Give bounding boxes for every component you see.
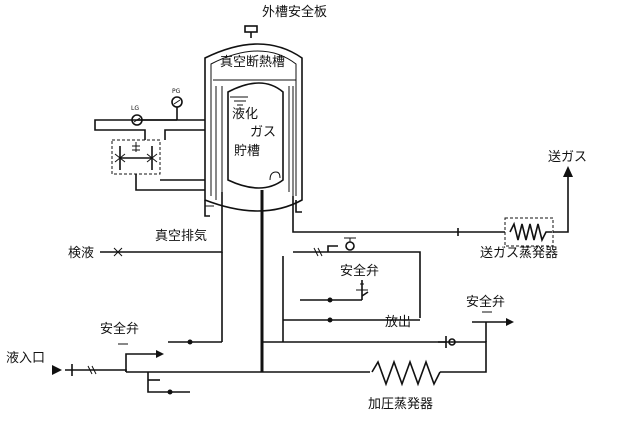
label-vacuum-exhaust: 真空排気 <box>155 228 207 244</box>
label-outer-tank-safety-plate: 外槽安全板 <box>262 4 327 20</box>
gas-delivery-vaporizer <box>504 217 554 247</box>
pressurizing-loop <box>126 311 514 373</box>
liquid-check-line <box>100 192 223 345</box>
label-liquid-inlet: 液入口 <box>6 351 45 366</box>
label-pressure-gauge: PG <box>172 88 181 95</box>
label-level-gauge: LG <box>131 105 139 112</box>
safety-valve-mid-icon <box>361 291 369 297</box>
label-liquefied-gas-3: 貯槽 <box>234 144 260 159</box>
label-vacuum-insulation-tank: 真空断熱槽 <box>220 55 285 70</box>
label-liquid-check: 検液 <box>68 246 94 261</box>
pressurizing-vaporizer <box>371 359 441 387</box>
vacuum-exhaust-nozzle <box>204 200 214 217</box>
label-gas-delivery-vaporizer: 送ガス蒸発器 <box>480 246 558 261</box>
pressure-gauge-icon <box>171 96 183 108</box>
label-liquefied-gas-1: 液化 <box>232 107 258 122</box>
label-pressurizing-vaporizer: 加圧蒸発器 <box>368 397 433 412</box>
gas-delivery-line <box>292 166 573 236</box>
liquid-inlet-line <box>65 343 190 395</box>
inner-tank <box>227 82 284 189</box>
label-safety-valve-mid: 安全弁 <box>340 263 379 279</box>
label-discharge: 放出 <box>385 315 411 330</box>
level-gauge-icon <box>131 114 143 126</box>
label-gas-delivery: 送ガス <box>548 150 587 165</box>
outer-tank-safety-plate <box>244 25 258 38</box>
inlet-arrow <box>52 365 62 375</box>
label-safety-valve-left: 安全弁 <box>100 321 139 337</box>
label-liquefied-gas-2: ガス <box>250 125 276 140</box>
label-safety-valve-right: 安全弁 <box>466 294 505 310</box>
upper-right-branch <box>293 237 421 318</box>
gauge-assembly <box>94 107 205 191</box>
internal-piping <box>213 79 296 200</box>
outer-tank <box>204 43 303 212</box>
mid-right-branch <box>282 256 420 342</box>
